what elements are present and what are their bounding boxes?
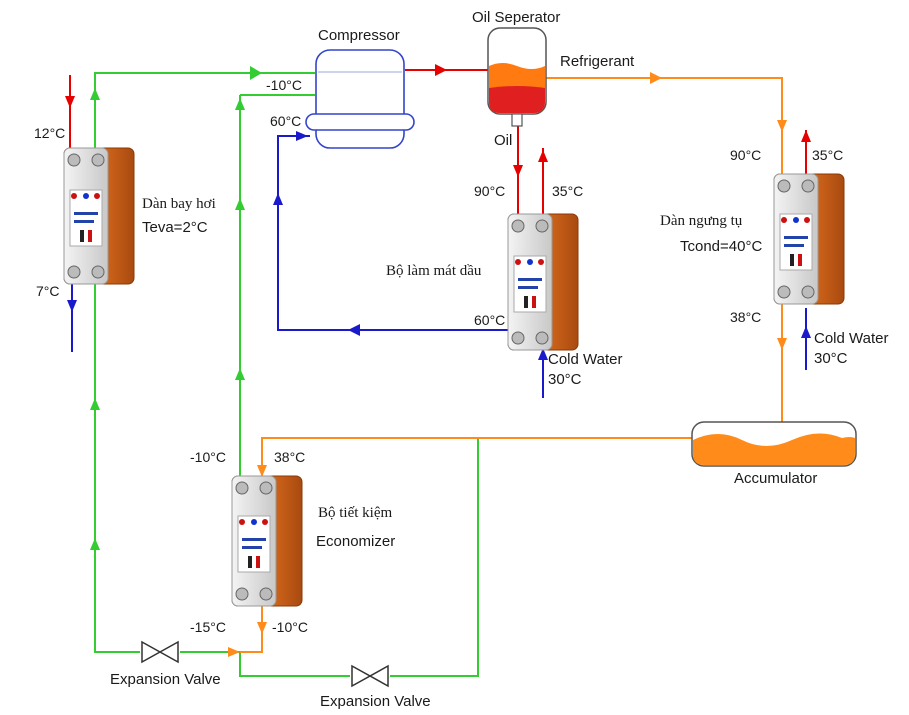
- temp-comp-suction: -10°C: [266, 77, 302, 93]
- orange-arrows: [228, 72, 787, 657]
- economizer-label: Economizer: [316, 533, 395, 550]
- temp-oil-return: 60°C: [474, 312, 505, 328]
- oil-separator: [487, 27, 547, 127]
- temp-evap-out: 7°C: [36, 283, 60, 299]
- condenser-water-temp: 30°C: [814, 350, 848, 367]
- temp-econ-bottom-left: -15°C: [190, 619, 226, 635]
- accumulator-label: Accumulator: [734, 470, 817, 487]
- temp-oil-water-out: 35°C: [552, 183, 583, 199]
- compressor-label: Compressor: [318, 27, 400, 44]
- oil-cooler-label: Bộ làm mát dầu: [386, 263, 482, 279]
- expansion-valve-2-label: Expansion Valve: [320, 693, 431, 710]
- oil-cooler-heat-exchanger: [507, 213, 579, 351]
- temp-comp-oil-return: 60°C: [270, 113, 301, 129]
- refrigerant-label: Refrigerant: [560, 53, 635, 70]
- orange-lines: [240, 77, 783, 653]
- expansion-valve-1-label: Expansion Valve: [110, 671, 221, 688]
- compressor: [305, 49, 415, 149]
- expansion-valve-2: [351, 664, 389, 688]
- economizer-heat-exchanger: [231, 475, 303, 607]
- condenser-label: Dàn ngưng tụ: [660, 213, 743, 229]
- economizer-vn-label: Bộ tiết kiệm: [318, 505, 392, 521]
- evaporator-label: Dàn bay hơi: [142, 196, 216, 212]
- temp-evap-in: 12°C: [34, 125, 65, 141]
- red-lines: [69, 69, 807, 215]
- condenser-temp-label: Tcond=40°C: [680, 238, 762, 255]
- condenser-heat-exchanger: [773, 173, 845, 305]
- oil-cooler-water-label: Cold Water: [548, 351, 622, 368]
- condenser-water-label: Cold Water: [814, 330, 888, 347]
- temp-econ-left: -10°C: [190, 449, 226, 465]
- green-arrows: [90, 66, 262, 550]
- evaporator-heat-exchanger: [63, 147, 135, 285]
- red-arrows: [65, 64, 811, 177]
- oil-separator-label: Oil Seperator: [472, 9, 560, 26]
- temp-oil-out: 90°C: [474, 183, 505, 199]
- temp-cond-out: 38°C: [730, 309, 761, 325]
- accumulator: [691, 421, 857, 467]
- temp-econ-in: 38°C: [274, 449, 305, 465]
- oil-label: Oil: [494, 132, 512, 149]
- temp-cond-in: 90°C: [730, 147, 761, 163]
- temp-cond-water-out: 35°C: [812, 147, 843, 163]
- expansion-valve-1: [141, 640, 179, 664]
- evaporator-temp-label: Teva=2°C: [142, 219, 208, 236]
- oil-cooler-water-temp: 30°C: [548, 371, 582, 388]
- blue-arrows: [67, 131, 811, 360]
- temp-econ-bottom-right: -10°C: [272, 619, 308, 635]
